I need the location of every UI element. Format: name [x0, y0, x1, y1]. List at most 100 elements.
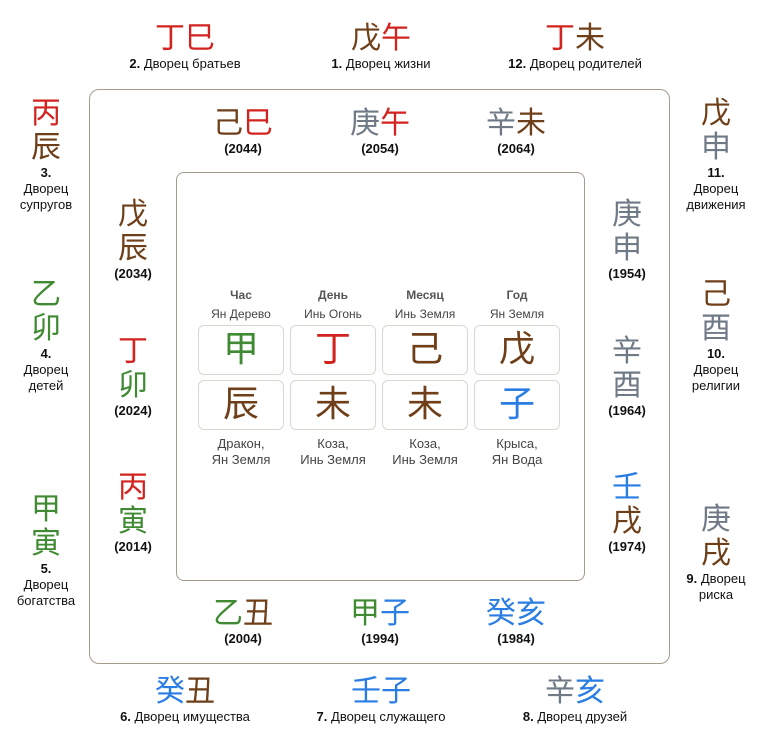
branch-animal: Дракон, [217, 436, 265, 451]
decade-2054: 庚午 (2054) [332, 107, 428, 157]
inner-frame [176, 172, 585, 581]
palace-3-stem: 丙 [31, 96, 61, 131]
palace-2-number: 2. [129, 56, 141, 71]
palace-3-name-line1: Дворец [23, 181, 69, 196]
palace-2-stem: 丁 [155, 21, 185, 56]
palace-5-number: 5. [40, 561, 52, 576]
decade-1984: 癸亥 (1984) [468, 597, 564, 647]
decade-branch: 寅 [118, 504, 148, 539]
decade-branch: 戌 [612, 504, 642, 539]
palace-8-name: Дворец друзей [537, 709, 628, 724]
decade-year: (1964) [608, 403, 646, 418]
palace-6-branch: 丑 [185, 674, 215, 709]
decade-branch: 巳 [243, 106, 273, 141]
palace-1-name: Дворец жизни [345, 56, 431, 71]
palace-10-stem: 己 [701, 277, 731, 312]
palace-7-number: 7. [316, 709, 328, 724]
branch-animal: Коза, [409, 436, 441, 451]
palace-5-branch: 寅 [31, 526, 61, 561]
decade-stem: 甲 [350, 596, 380, 631]
decade-year: (2054) [361, 141, 399, 156]
palace-1-stem: 戊 [351, 21, 381, 56]
decade-stem: 辛 [612, 334, 642, 369]
decade-stem: 壬 [612, 470, 642, 505]
branch-element: Инь Земля [392, 452, 458, 467]
palace-12: 丁未 12. Дворец родителей [490, 22, 660, 72]
palace-9-name-line2: риска [698, 587, 734, 602]
decade-year: (2014) [114, 539, 152, 554]
palace-2: 丁巳 2. Дворец братьев [100, 22, 270, 72]
palace-9-branch: 戌 [701, 536, 731, 571]
decade-branch: 子 [380, 596, 410, 631]
decade-year: (1974) [608, 539, 646, 554]
decade-year: (2034) [114, 266, 152, 281]
decade-stem: 己 [213, 106, 243, 141]
pillar-day-header: День Инь Огонь [289, 287, 377, 322]
decade-branch: 午 [380, 106, 410, 141]
pillar-year-header: Год Ян Земля [473, 287, 561, 322]
palace-3-number: 3. [40, 165, 52, 180]
palace-2-name: Дворец братьев [143, 56, 241, 71]
palace-8-branch: 亥 [575, 674, 605, 709]
palace-5: 甲 寅 5. Дворец богатства [6, 493, 86, 609]
palace-7-stem: 壬 [351, 674, 381, 709]
year-branch-desc: Крыса, Ян Вода [469, 436, 565, 468]
decade-stem: 丁 [118, 334, 148, 369]
month-branch-desc: Коза, Инь Земля [377, 436, 473, 468]
palace-4-name-line2: детей [28, 378, 64, 393]
year-branch-cell: 子 [474, 380, 560, 430]
palace-9: 庚 戌 9. Дворец риска [675, 503, 757, 603]
pillar-header: Час [230, 288, 252, 302]
palace-10: 己 酉 10. Дворец религии [675, 278, 757, 394]
day-branch-desc: Коза, Инь Земля [285, 436, 381, 468]
branch-element: Ян Вода [491, 452, 543, 467]
decade-stem: 乙 [213, 596, 243, 631]
hour-branch-cell: 辰 [198, 380, 284, 430]
palace-4: 乙 卯 4. Дворец детей [6, 278, 86, 394]
branch-element: Ян Земля [211, 452, 271, 467]
palace-7: 壬子 7. Дворец служащего [296, 675, 466, 725]
hour-branch-desc: Дракон, Ян Земля [193, 436, 289, 468]
decade-2034: 戊 辰 (2034) [100, 198, 166, 282]
palace-10-number: 10. [706, 346, 726, 361]
decade-2024: 丁 卯 (2024) [100, 335, 166, 419]
stem-description: Ян Земля [489, 307, 545, 321]
decade-branch: 卯 [118, 368, 148, 403]
palace-3-name-line2: супругов [19, 197, 73, 212]
hour-stem-cell: 甲 [198, 325, 284, 375]
decade-1994: 甲子 (1994) [332, 597, 428, 647]
decade-year: (2044) [224, 141, 262, 156]
decade-branch: 辰 [118, 231, 148, 266]
stem-description: Ян Дерево [211, 307, 271, 321]
decade-2014: 丙 寅 (2014) [100, 471, 166, 555]
palace-5-name-line1: Дворец [23, 577, 69, 592]
decade-1964: 辛 酉 (1964) [594, 335, 660, 419]
palace-11-number: 11. [707, 165, 725, 180]
decade-year: (2004) [224, 631, 262, 646]
palace-9-stem: 庚 [701, 502, 731, 537]
decade-branch: 申 [612, 231, 642, 266]
outer-frame [89, 89, 670, 664]
pillar-hour-header: Час Ян Дерево [197, 287, 285, 322]
palace-5-name-line2: богатства [16, 593, 76, 608]
branch-animal: Коза, [317, 436, 349, 451]
palace-9-number: 9. [686, 571, 698, 586]
decade-1954: 庚 申 (1954) [594, 198, 660, 282]
decade-2064: 辛未 (2064) [468, 107, 564, 157]
decade-stem: 癸 [486, 596, 516, 631]
decade-year: (1954) [608, 266, 646, 281]
decade-year: (1984) [497, 631, 535, 646]
palace-12-name: Дворец родителей [529, 56, 642, 71]
palace-10-name-line1: Дворец [693, 362, 739, 377]
palace-8-number: 8. [522, 709, 534, 724]
palace-11-name-line2: движения [686, 197, 746, 212]
decade-1974: 壬 戌 (1974) [594, 471, 660, 555]
palace-4-branch: 卯 [31, 311, 61, 346]
palace-6-name: Дворец имущества [134, 709, 250, 724]
palace-4-number: 4. [40, 346, 52, 361]
palace-7-name: Дворец служащего [331, 709, 446, 724]
palace-6: 癸丑 6. Дворец имущества [100, 675, 270, 725]
palace-12-branch: 未 [575, 21, 605, 56]
decade-stem: 庚 [350, 106, 380, 141]
palace-10-name-line2: религии [691, 378, 741, 393]
